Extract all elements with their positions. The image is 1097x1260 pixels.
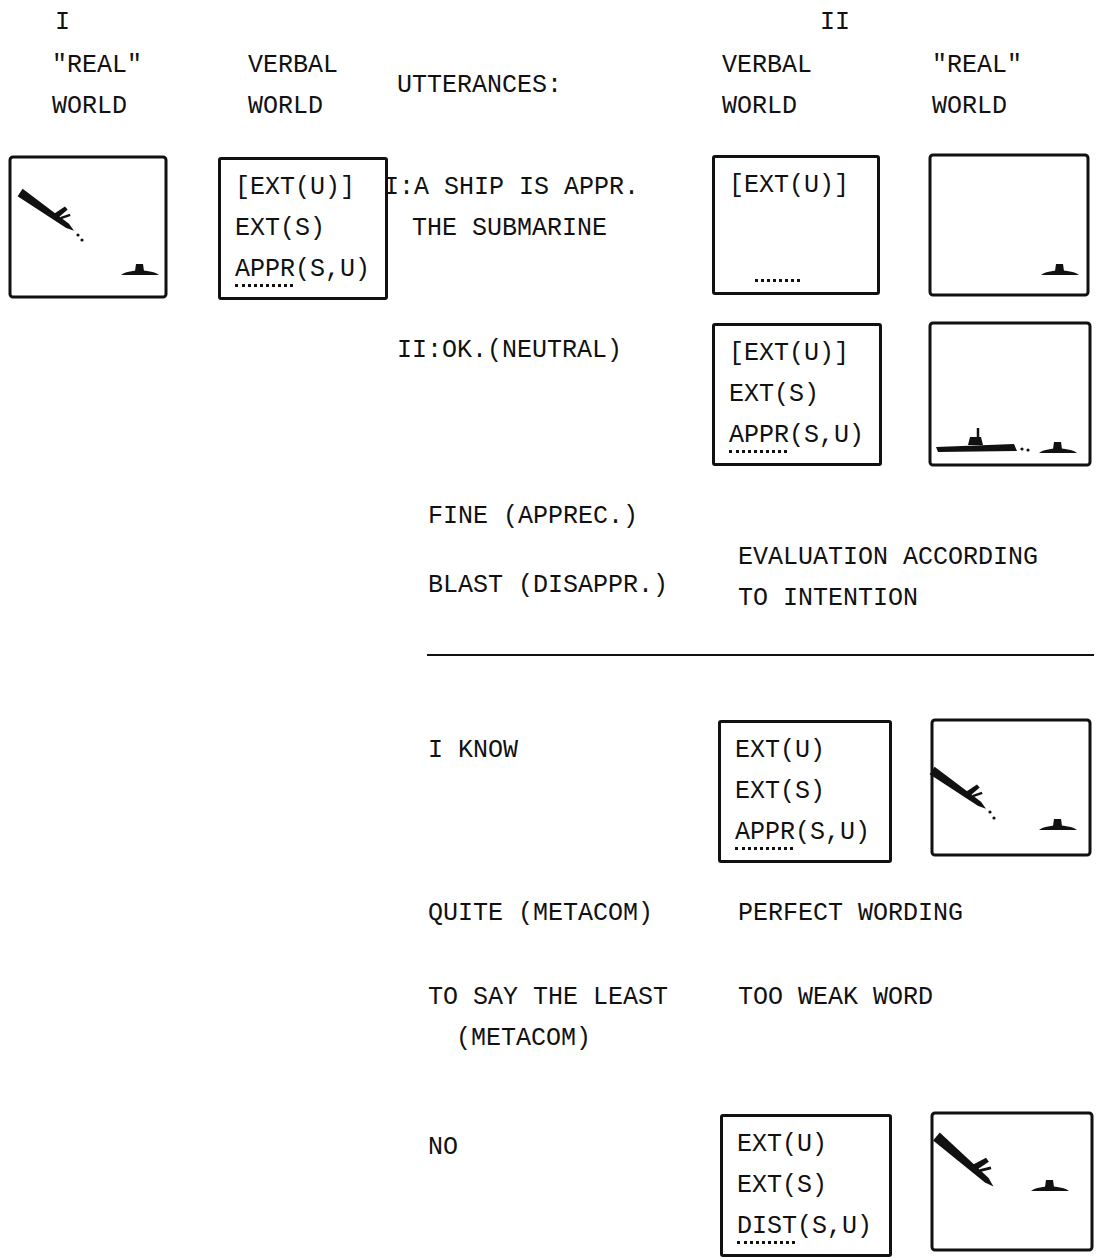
formula-text: [EXT(U)] [729, 333, 849, 374]
column-heading: UTTERANCES: [397, 65, 562, 106]
column-heading: "REAL" WORLD [52, 45, 162, 127]
utterance-text: BLAST (DISAPPR.) [428, 565, 668, 606]
column-heading: VERBAL WORLD [722, 45, 832, 127]
comment-text: TOO WEAK WORD [738, 977, 933, 1018]
picture-frames [10, 155, 1092, 1250]
trail-dot [76, 233, 79, 236]
ship-figure [936, 428, 1017, 452]
formula-text: EXT(U) [735, 730, 825, 771]
formula-box: EXT(U)EXT(S)APPR(S,U) [718, 720, 892, 863]
column-heading: "REAL" WORLD [932, 45, 1042, 127]
submarine-figure [1039, 819, 1077, 830]
submarine-figure [1031, 1180, 1069, 1191]
utterance-text: TO SAY THE LEAST (METACOM) [428, 977, 708, 1059]
comment-text: PERFECT WORDING [738, 893, 963, 934]
picture-frame [932, 1113, 1092, 1250]
submarine-figure [1039, 442, 1077, 453]
formula-box: [EXT(U)]EXT(S)APPR(S,U) [218, 157, 388, 300]
utterance-text: I:A SHIP IS APPR. THE SUBMARINE [384, 167, 684, 249]
picture-frame [10, 157, 166, 297]
formula-text: EXT(U) [737, 1124, 827, 1165]
picture-frame [930, 323, 1090, 465]
formula-text: APPR(S,U) [735, 812, 870, 853]
column-number: II [820, 2, 850, 43]
utterance-text: QUITE (METACOM) [428, 893, 653, 934]
formula-box: [EXT(U)]EXT(S)APPR(S,U) [712, 323, 882, 466]
formula-text: EXT(S) [235, 208, 325, 249]
formula-text: APPR(S,U) [235, 249, 370, 290]
column-number: I [55, 2, 70, 43]
trail-dot [992, 816, 995, 819]
utterance-text: FINE (APPREC.) [428, 496, 638, 537]
plane-figure [933, 1125, 1004, 1190]
submarine-figure [1041, 264, 1079, 275]
divider-rule [427, 654, 1094, 656]
formula-text: [EXT(U)] [729, 165, 849, 206]
formula-text: DIST(S,U) [737, 1206, 872, 1247]
trail-dot [80, 238, 83, 241]
trail-dot [988, 810, 991, 813]
dot-marks [737, 1241, 795, 1244]
submarine-figure [121, 264, 159, 275]
formula-text: EXT(S) [737, 1165, 827, 1206]
plane-figure [18, 181, 83, 233]
utterance-text: II:OK.(NEUTRAL) [397, 330, 622, 371]
trail-dot [1026, 448, 1029, 451]
dot-marks [729, 450, 787, 453]
formula-text: EXT(S) [729, 374, 819, 415]
formula-text: EXT(S) [735, 771, 825, 812]
dot-marks [235, 284, 293, 287]
trail-dot [1020, 447, 1023, 450]
utterance-text: I KNOW [428, 730, 518, 771]
picture-frame [930, 155, 1088, 295]
plane-figure [930, 759, 995, 811]
utterance-text: NO [428, 1127, 458, 1168]
comment-text: EVALUATION ACCORDING TO INTENTION [738, 537, 1073, 619]
column-heading: VERBAL WORLD [248, 45, 358, 127]
formula-box: [EXT(U)] [712, 155, 880, 295]
dot-marks [735, 847, 793, 850]
formula-text: [EXT(U)] [235, 167, 355, 208]
formula-box: EXT(U)EXT(S)DIST(S,U) [720, 1114, 892, 1257]
dot-marks [755, 279, 800, 282]
formula-text: APPR(S,U) [729, 415, 864, 456]
